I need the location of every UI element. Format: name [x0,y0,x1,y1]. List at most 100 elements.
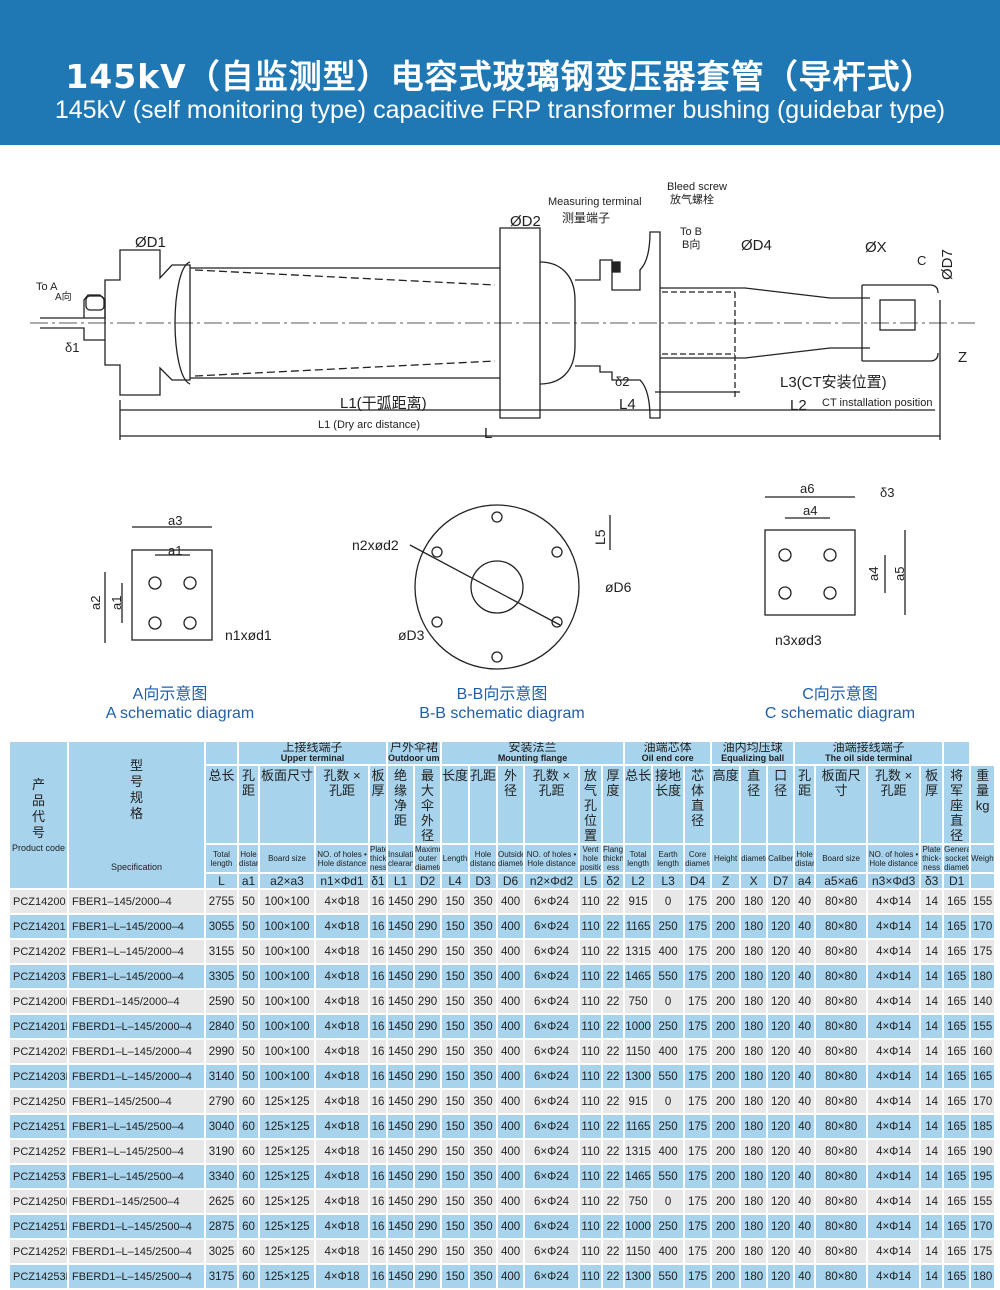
cell-value: 100×100 [258,1038,316,1065]
cell-value: 350 [468,888,499,915]
cell-value: 120 [766,938,796,965]
cell-value: 125×125 [258,1163,316,1190]
cell-value: 350 [468,1013,499,1040]
header-col-en: NO. of holes • Hole distance [523,843,581,874]
cell-value: 120 [766,1138,796,1165]
cell-value: 60 [237,1213,260,1240]
cell-value: 200 [710,1038,742,1065]
header-col-sym: D2 [413,872,443,890]
cell-value: 290 [413,1113,443,1140]
cell-value: 1450 [386,1238,416,1265]
cell-value: 4×Φ14 [866,1213,922,1240]
header-col-sym: δ3 [919,872,945,890]
cell-value: 16 [367,1238,389,1265]
cell-value: 150 [440,1063,471,1090]
header-col-zh: 芯体直径 [683,764,713,845]
cell-value: 155 [969,888,997,915]
header-col-zh: 外径 [496,764,526,845]
cell-value: 100×100 [258,1013,316,1040]
cell-value: 200 [710,1263,742,1290]
cell-value: 50 [237,1038,260,1065]
cell-value: 200 [710,1188,742,1215]
cell-value: 1315 [623,938,654,965]
cell-value: 4×Φ18 [314,888,370,915]
cell-value: 40 [793,988,817,1015]
header-col-en: Plate thick-ness [919,843,945,874]
header-col-zh: 孔距 [793,764,817,845]
cell-value: 40 [793,1238,817,1265]
product-code: PCZ14203D [8,1063,69,1090]
header-col-en: Vent hole position [578,843,604,874]
cell-value: 80×80 [814,988,869,1015]
cell-value: 22 [601,1138,626,1165]
group-zh: 安装法兰 [508,741,557,754]
svg-text:测量端子: 测量端子 [562,211,610,225]
header-col-sym: L1 [386,872,416,890]
cell-value: 170 [969,1213,997,1240]
svg-text:放气螺栓: 放气螺栓 [670,192,714,206]
specification: FBERD1–L–145/2500–4 [67,1238,206,1265]
cell-value: 175 [683,1138,713,1165]
cell-value: 120 [766,1088,796,1115]
cell-value: 400 [651,1038,686,1065]
header-col-en: NO. of holes • Hole distance [314,843,370,874]
cell-value: 400 [496,938,526,965]
header-col-zh: 直径 [739,764,769,845]
view-a: a3 a1 a2 a1 n1xød1 [88,513,272,643]
header-col-sym: D3 [468,872,499,890]
cell-value: 550 [651,963,686,990]
cell-value: 290 [413,1188,443,1215]
header-col-zh: 最大伞外径 [413,764,443,845]
cell-value: 4×Φ14 [866,1163,922,1190]
cell-value: 60 [237,1138,260,1165]
header-col-sym: D7 [766,872,796,890]
cell-value: 125×125 [258,1138,316,1165]
specification: FBER1–145/2500–4 [67,1088,206,1115]
cell-value: 180 [739,1138,769,1165]
cell-value: 80×80 [814,1138,869,1165]
specification: FBER1–L–145/2000–4 [67,938,206,965]
cell-value: 175 [683,1013,713,1040]
cell-value: 4×Φ14 [866,1113,922,1140]
product-code: PCZ14250D [8,1188,69,1215]
cell-value: 180 [739,1088,769,1115]
cell-value: 550 [651,1263,686,1290]
cell-value: 180 [739,1263,769,1290]
svg-text:A向: A向 [55,290,72,303]
cell-value: 40 [793,1188,817,1215]
cell-value: 400 [496,1163,526,1190]
header-col-sym: D1 [942,872,972,890]
specification: FBERD1–L–145/2500–4 [67,1213,206,1240]
caption-c-zh: C向示意图 [802,686,878,703]
cell-value: 125×125 [258,1263,316,1290]
cell-value: 200 [710,1113,742,1140]
cell-value: 180 [739,1238,769,1265]
header-col-zh: 孔数 × 孔距 [866,764,922,845]
cell-value: 16 [367,1213,389,1240]
svg-text:L4: L4 [619,396,636,413]
cell-value: 175 [683,913,713,940]
product-code: PCZ14201 [8,913,69,940]
cell-value: 120 [766,913,796,940]
cell-value: 165 [942,1238,972,1265]
header-col-sym: δ1 [367,872,389,890]
cell-value: 1465 [623,963,654,990]
group-zh: 油端接线端子 [832,741,905,754]
cell-value: 80×80 [814,1063,869,1090]
cell-value: 1450 [386,1163,416,1190]
product-code: PCZ14201D [8,1013,69,1040]
cell-value: 1450 [386,1088,416,1115]
cell-value: 400 [496,1013,526,1040]
cell-value: 550 [651,1063,686,1090]
cell-value: 14 [919,913,945,940]
header-col-zh: 总长 [623,764,654,845]
svg-text:n1xød1: n1xød1 [225,627,272,643]
cell-value: 165 [942,1113,972,1140]
cell-value: 14 [919,1038,945,1065]
cell-value: 50 [237,913,260,940]
cell-value: 180 [739,913,769,940]
cell-value: 165 [942,888,972,915]
